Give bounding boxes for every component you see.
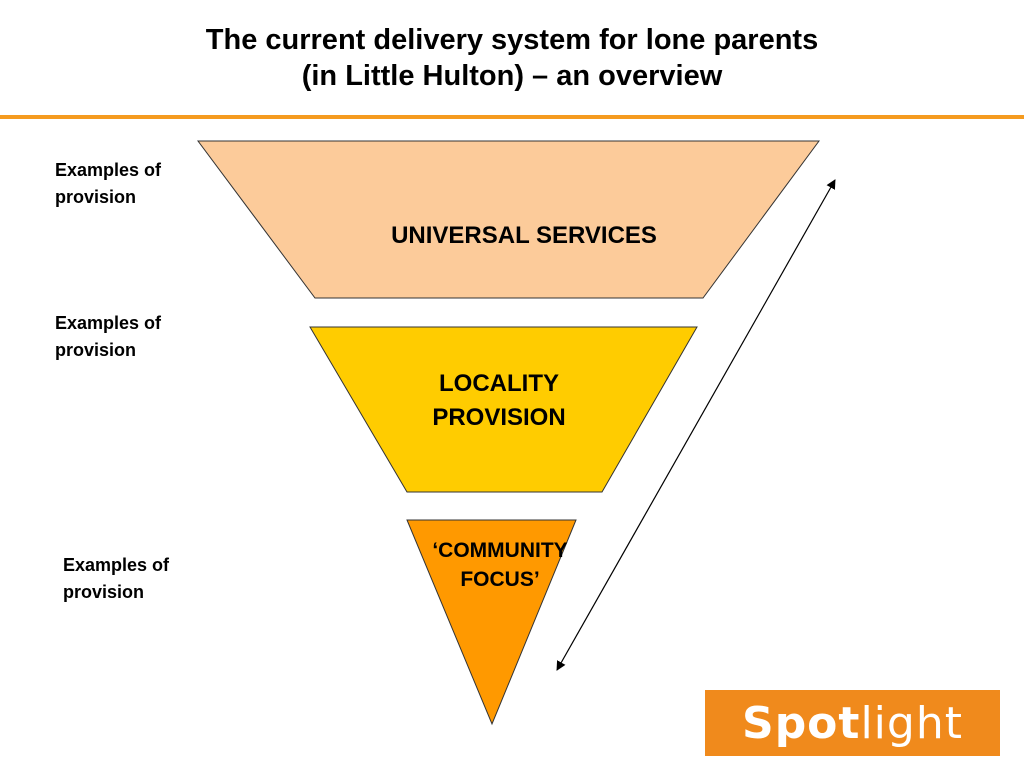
tier-label-line1: UNIVERSAL SERVICES (391, 222, 657, 249)
logo-bold-text: Spot (742, 697, 861, 749)
tier-label-line2: PROVISION (432, 404, 566, 431)
title-divider (0, 115, 1024, 119)
community-focus-label: ‘COMMUNITY FOCUS’ (400, 536, 600, 594)
range-double-arrow (556, 179, 836, 671)
tier-label-line1: ‘COMMUNITY (432, 539, 568, 562)
universal-services-label: UNIVERSAL SERVICES (312, 220, 736, 252)
examples-label-line2: provision (55, 340, 137, 360)
examples-label-line1: Examples of (55, 313, 162, 333)
examples-label-locality: Examples of provision (55, 310, 161, 364)
title-line-1: The current delivery system for lone par… (205, 24, 819, 56)
examples-label-line1: Examples of (63, 555, 170, 575)
examples-label-line1: Examples of (55, 160, 162, 180)
examples-label-community: Examples of provision (63, 552, 169, 606)
logo-light-text: light (860, 697, 963, 749)
community-focus-triangle (406, 519, 577, 726)
examples-label-universal: Examples of provision (55, 157, 161, 211)
title-line-2: (in Little Hulton) – an overview (301, 60, 723, 92)
page-title: The current delivery system for lone par… (0, 22, 1024, 94)
tier-label-line2: FOCUS’ (460, 568, 540, 591)
examples-label-line2: provision (63, 582, 145, 602)
locality-provision-label: LOCALITY PROVISION (380, 367, 618, 435)
examples-label-line2: provision (55, 187, 137, 207)
tier-label-line1: LOCALITY (439, 370, 559, 397)
